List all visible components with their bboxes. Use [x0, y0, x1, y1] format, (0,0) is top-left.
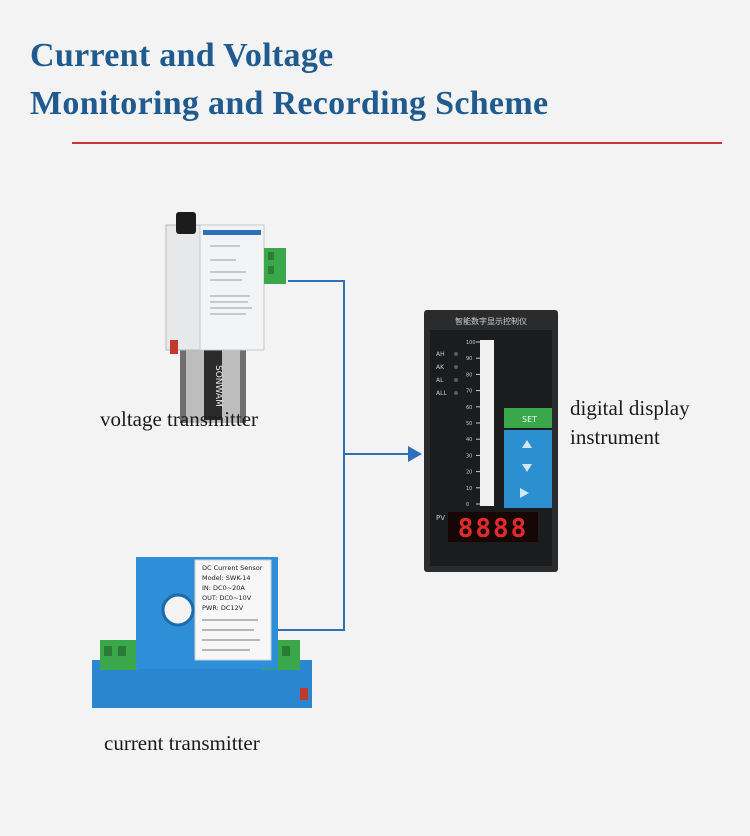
current-transmitter: DC Current Sensor Model: SWK-14 IN: DC0~…	[92, 557, 312, 708]
title-underline	[72, 142, 722, 144]
up-arrow-icon	[522, 440, 532, 448]
pv-label: PV	[436, 514, 445, 522]
indicator-label: AK	[436, 364, 445, 371]
sensor-label-5: PWR: DC12V	[202, 604, 244, 612]
display-label-line-2: instrument	[570, 425, 660, 449]
pv-readout: 8888	[458, 514, 529, 544]
sensor-label-3: IN: DC0~20A	[202, 584, 245, 592]
scale-tick-label: 50	[466, 421, 472, 427]
rail-brand: SONWAM	[213, 365, 223, 407]
display-header: 智能数字显示控制仪	[455, 316, 527, 326]
scale-tick-label: 0	[466, 502, 469, 508]
scale-tick-label: 30	[466, 453, 472, 459]
scale-tick-label: 10	[466, 486, 472, 492]
right-arrow-icon	[520, 488, 529, 498]
set-label: SET	[522, 415, 537, 424]
scale-tick-label: 60	[466, 405, 472, 411]
sensor-label-4: OUT: DC0~10V	[202, 594, 252, 602]
voltage-transmitter: SONWAM	[165, 212, 286, 423]
page-title: Current and Voltage Monitoring and Recor…	[30, 32, 548, 128]
wires	[278, 280, 410, 631]
indicator-label: AH	[436, 351, 445, 358]
current-transmitter-label: current transmitter	[104, 731, 260, 755]
sensor-label-2: Model: SWK-14	[202, 574, 251, 582]
title-line-1: Current and Voltage	[30, 37, 334, 74]
scale-tick-label: 20	[466, 470, 472, 476]
indicator-led	[454, 391, 458, 395]
down-arrow-icon	[522, 464, 532, 472]
scale-tick-label: 40	[466, 437, 472, 443]
current-wire	[278, 454, 345, 631]
sensor-label-1: DC Current Sensor	[202, 564, 263, 572]
title-line-2: Monitoring and Recording Scheme	[30, 85, 549, 122]
voltage-transmitter-label: voltage transmitter	[100, 407, 259, 431]
indicator-label: AL	[436, 377, 444, 384]
scale-tick-label: 100	[466, 340, 476, 346]
scale-tick-label: 70	[466, 389, 472, 395]
indicator-led	[454, 365, 458, 369]
scale-tick-label: 90	[466, 356, 472, 362]
display-label-line-1: digital display	[570, 396, 690, 420]
indicator-label: ALL	[436, 390, 447, 397]
scale-tick-label: 80	[466, 372, 472, 378]
arrow-head	[408, 446, 422, 462]
voltage-wire	[288, 280, 345, 454]
set-button	[504, 408, 552, 428]
indicator-led	[454, 352, 458, 356]
indicator-led	[454, 378, 458, 382]
